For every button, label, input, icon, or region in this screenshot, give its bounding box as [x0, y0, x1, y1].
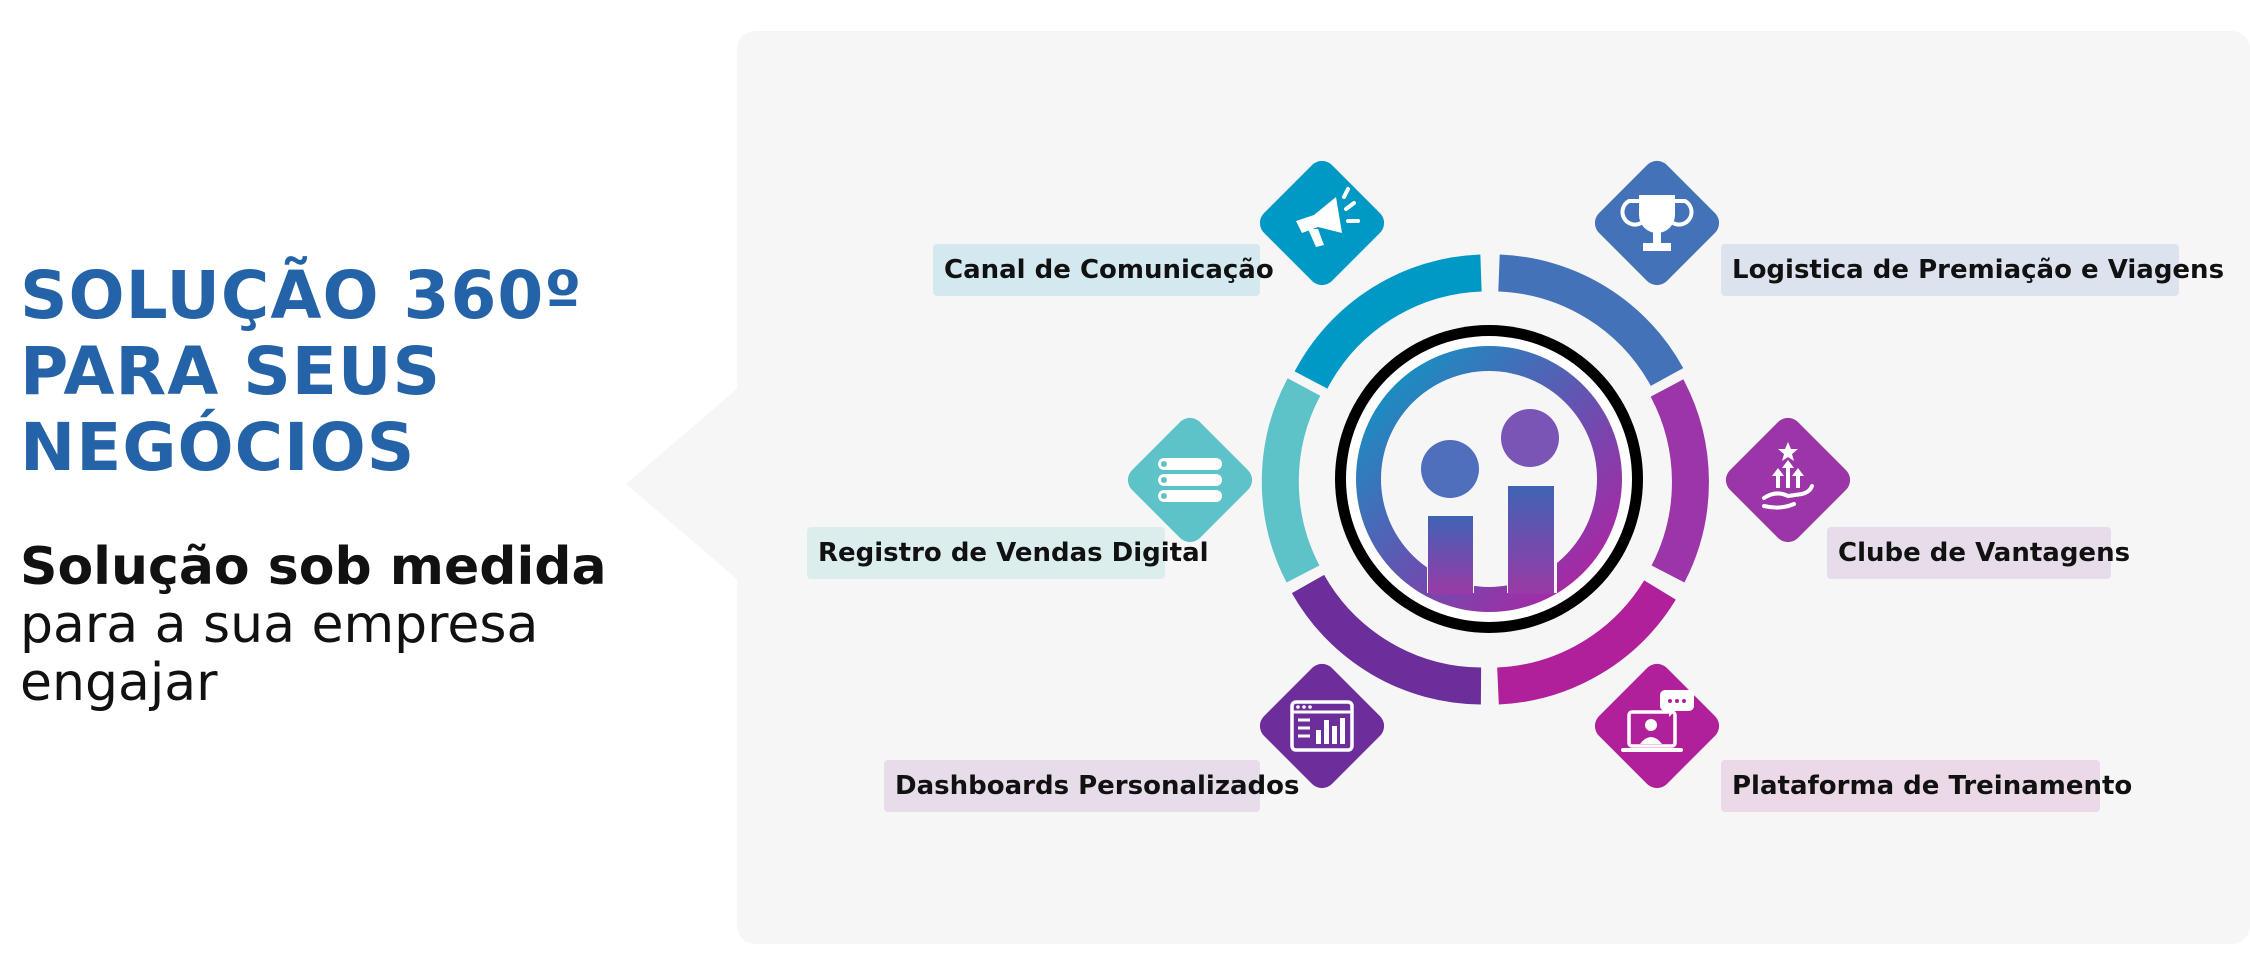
arc-segment-dashboards: [1291, 574, 1482, 705]
intro-text-block: SOLUÇÃO 360º PARA SEUS NEGÓCIOS Solução …: [20, 258, 640, 713]
headline: SOLUÇÃO 360º PARA SEUS NEGÓCIOS: [20, 258, 640, 486]
label-canal-comunicacao: Canal de Comunicação: [933, 244, 1274, 296]
subtitle-line-2: engajar: [20, 653, 218, 713]
arc-segment-logistica: [1497, 254, 1684, 387]
arc-segment-registro: [1261, 378, 1321, 583]
subtitle-regular: para a sua empresa engajar: [20, 596, 640, 712]
people-logo-icon: [1335, 325, 1643, 633]
label-dashboards-personalizados: Dashboards Personalizados: [884, 760, 1299, 812]
online-training-icon: [1594, 663, 1720, 789]
label-clube-vantagens: Clube de Vantagens: [1827, 527, 2130, 579]
arc-segment-treinamento: [1496, 580, 1676, 705]
subtitle-line-1: para a sua empresa: [20, 595, 539, 655]
headline-line-2: PARA SEUS: [20, 333, 442, 410]
arc-segment-comunicacao: [1294, 254, 1482, 389]
rewards-hand-icon: [1725, 417, 1851, 543]
headline-line-3: NEGÓCIOS: [20, 409, 416, 486]
callout-pointer: [626, 388, 738, 580]
label-registro-vendas: Registro de Vendas Digital: [807, 527, 1209, 579]
trophy-icon: [1594, 160, 1720, 286]
dashboard-icon: [1259, 663, 1385, 789]
label-plataforma-treinamento: Plataforma de Treinamento: [1721, 760, 2132, 812]
subtitle-bold: Solução sob medida: [20, 537, 607, 597]
headline-line-1: SOLUÇÃO 360º: [20, 257, 583, 334]
outer-arc-ring: [1261, 254, 1709, 705]
list-icon: [1127, 417, 1253, 543]
megaphone-icon: [1259, 160, 1385, 286]
arc-segment-clube: [1650, 379, 1709, 583]
label-logistica-premiacao: Logistica de Premiação e Viagens: [1721, 244, 2224, 296]
